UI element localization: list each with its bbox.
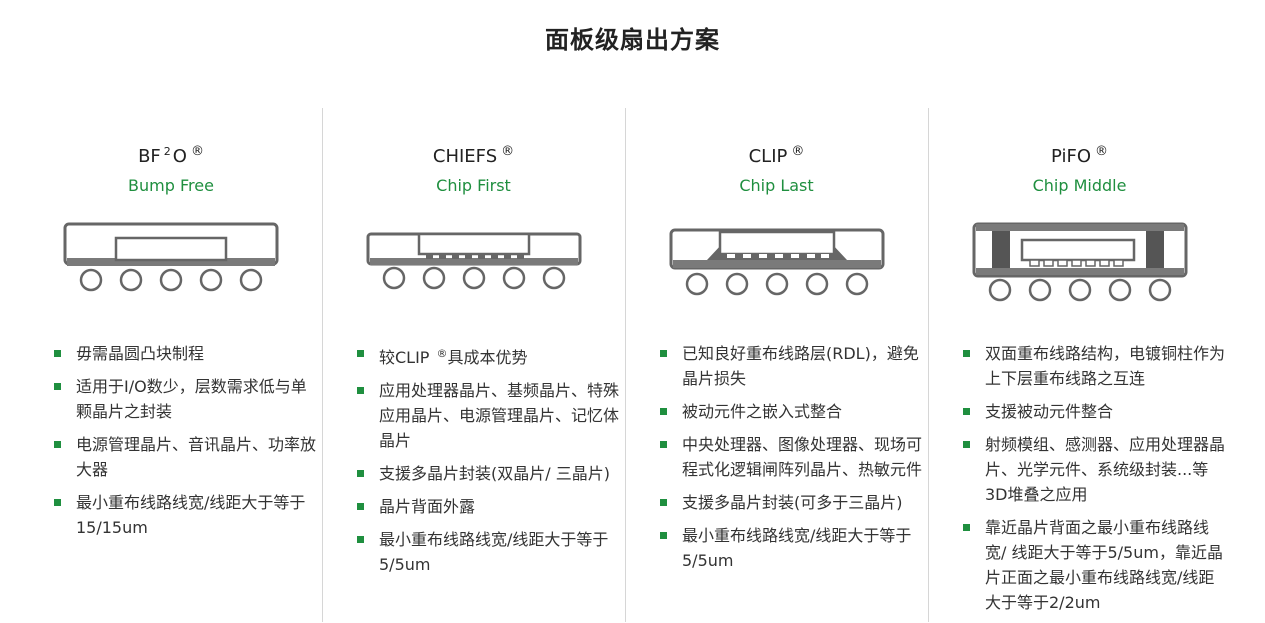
registered-mark: ® <box>1094 144 1108 159</box>
feature-item: 较CLIP ®具成本优势 <box>357 341 622 370</box>
bullet-square-icon <box>963 408 970 415</box>
feature-item: 已知良好重布线路层(RDL)，避免晶片损失 <box>660 341 925 391</box>
name-text: CLIP <box>748 146 788 167</box>
solution-column-pifo: PiFO® Chip Middle 双面重布线路结构，电镀铜柱作为上下层重布线 <box>928 108 1230 622</box>
bullet-square-icon <box>54 350 61 357</box>
feature-item: 晶片背面外露 <box>357 494 622 519</box>
bullet-square-icon <box>357 503 364 510</box>
name-text: PiFO <box>1051 146 1091 167</box>
feature-item: 毋需晶圆凸块制程 <box>54 341 319 366</box>
column-header: PiFO® Chip Middle <box>929 140 1230 197</box>
column-header: CHIEFS® Chip First <box>323 140 624 197</box>
feature-list: 较CLIP ®具成本优势 应用处理器晶片、基频晶片、特殊应用晶片、电源管理晶片、… <box>357 341 622 585</box>
solution-name: CHIEFS® <box>323 140 624 169</box>
solution-subtitle: Bump Free <box>128 176 214 195</box>
feature-list: 已知良好重布线路层(RDL)，避免晶片损失 被动元件之嵌入式整合 中央处理器、图… <box>660 341 925 581</box>
feature-item: 双面重布线路结构，电镀铜柱作为上下层重布线路之互连 <box>963 341 1228 391</box>
feature-item: 应用处理器晶片、基频晶片、特殊应用晶片、电源管理晶片、记忆体晶片 <box>357 378 622 453</box>
feature-item: 最小重布线路线宽/线距大于等于5/5um <box>660 523 925 573</box>
solution-subtitle: Chip Middle <box>1032 176 1127 195</box>
feature-item: 最小重布线路线宽/线距大于等于15/15um <box>54 490 319 540</box>
bullet-square-icon <box>660 499 667 506</box>
solution-subtitle: Chip Last <box>739 176 814 195</box>
bullet-square-icon <box>357 387 364 394</box>
solution-column-chiefs: CHIEFS® Chip First 较CLIP ®具成本优势 应用处理器晶片、… <box>322 108 624 622</box>
feature-item: 支援被动元件整合 <box>963 399 1228 424</box>
bullet-square-icon <box>660 350 667 357</box>
name-text: O <box>172 146 187 167</box>
chip-first-package-icon <box>323 220 624 306</box>
bullet-square-icon <box>660 532 667 539</box>
bullet-square-icon <box>660 441 667 448</box>
bullet-square-icon <box>660 408 667 415</box>
bullet-square-icon <box>54 383 61 390</box>
bullet-square-icon <box>963 350 970 357</box>
feature-item: 支援多晶片封装(双晶片/ 三晶片) <box>357 461 622 486</box>
feature-item: 电源管理晶片、音讯晶片、功率放大器 <box>54 432 319 482</box>
registered-mark: ® <box>190 144 204 159</box>
registered-mark: ® <box>436 347 448 360</box>
feature-item: 靠近晶片背面之最小重布线路线宽/ 线距大于等于5/5um，靠近晶片正面之最小重布… <box>963 515 1228 615</box>
bullet-square-icon <box>357 536 364 543</box>
bullet-square-icon <box>357 470 364 477</box>
bump-free-package-icon <box>20 220 322 306</box>
bullet-square-icon <box>54 499 61 506</box>
page-title: 面板级扇出方案 <box>545 26 720 54</box>
feature-list: 双面重布线路结构，电镀铜柱作为上下层重布线路之互连 支援被动元件整合 射频模组、… <box>963 341 1228 623</box>
bullet-square-icon <box>963 524 970 531</box>
name-superscript: 2 <box>163 145 171 158</box>
solution-name: CLIP® <box>626 140 927 169</box>
bullet-square-icon <box>357 350 364 357</box>
feature-item: 射频模组、感测器、应用处理器晶片、光学元件、系统级封装...等3D堆叠之应用 <box>963 432 1228 507</box>
solution-column-clip: CLIP® Chip Last 已知良好重布线路层(RDL)，避免晶片损失 被动… <box>625 108 927 622</box>
feature-list: 毋需晶圆凸块制程 适用于I/O数少，层数需求低与单颗晶片之封装 电源管理晶片、音… <box>54 341 319 548</box>
bullet-square-icon <box>963 441 970 448</box>
registered-mark: ® <box>791 144 805 159</box>
bullet-square-icon <box>54 441 61 448</box>
feature-item: 最小重布线路线宽/线距大于等于5/5um <box>357 527 622 577</box>
name-text: BF <box>138 146 161 167</box>
registered-mark: ® <box>501 144 515 159</box>
feature-item: 适用于I/O数少，层数需求低与单颗晶片之封装 <box>54 374 319 424</box>
feature-item: 中央处理器、图像处理器、现场可程式化逻辑闸阵列晶片、热敏元件 <box>660 432 925 482</box>
chip-last-package-icon <box>626 220 927 306</box>
solution-subtitle: Chip First <box>436 176 511 195</box>
feature-item: 被动元件之嵌入式整合 <box>660 399 925 424</box>
chip-middle-package-icon <box>929 220 1230 306</box>
feature-item: 支援多晶片封装(可多于三晶片) <box>660 490 925 515</box>
column-header: CLIP® Chip Last <box>626 140 927 197</box>
solution-name: PiFO® <box>929 140 1230 169</box>
name-text: CHIEFS <box>432 146 498 167</box>
